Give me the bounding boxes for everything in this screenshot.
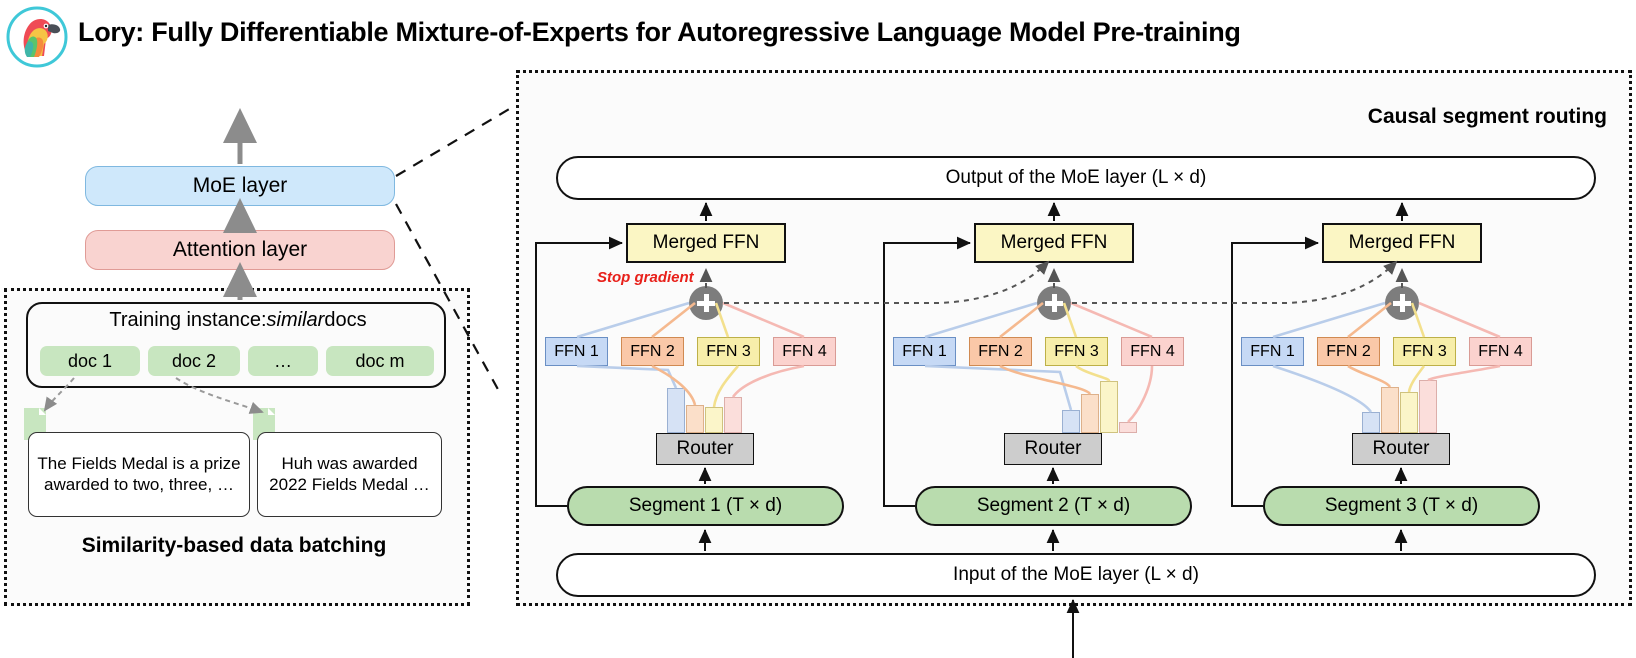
router-bar-1-col1 (667, 388, 685, 433)
expert-label: FFN 1 (554, 342, 599, 360)
output-moe-layer-label: Output of the MoE layer (L × d) (945, 167, 1207, 188)
router-bar-3-col3 (1400, 392, 1418, 433)
router-bar-4-col2 (1119, 422, 1137, 433)
expert-ffn-4-col2[interactable]: FFN 4 (1121, 337, 1184, 366)
output-moe-layer-bar[interactable]: Output of the MoE layer (L × d) (556, 156, 1596, 200)
merged-ffn-2[interactable]: Merged FFN (974, 223, 1134, 263)
parrot-logo (6, 6, 68, 68)
router-1[interactable]: Router (656, 433, 754, 465)
training-instance-box[interactable]: Training instance: similar docs doc 1 do… (26, 302, 446, 388)
expert-label: FFN 3 (1402, 342, 1447, 360)
router-label: Router (1372, 438, 1430, 459)
training-instance-label: Training instance: similar docs (28, 309, 448, 332)
segment-1[interactable]: Segment 1 (T × d) (567, 486, 844, 526)
router-2[interactable]: Router (1004, 433, 1102, 465)
expert-label: FFN 4 (1478, 342, 1523, 360)
merged-ffn-label: Merged FFN (652, 232, 760, 253)
router-bar-1-col3 (1362, 412, 1380, 433)
sample-doc-text: The Fields Medal is a prize awarded to t… (37, 453, 241, 494)
plus-icon-2 (1037, 286, 1071, 320)
page-title: Lory: Fully Differentiable Mixture-of-Ex… (78, 17, 1241, 47)
doc-pill-1[interactable]: doc 1 (40, 346, 140, 376)
segment-label: Segment 2 (T × d) (976, 495, 1131, 516)
page-header: Lory: Fully Differentiable Mixture-of-Ex… (0, 0, 1636, 72)
input-moe-layer-label: Input of the MoE layer (L × d) (953, 564, 1199, 585)
router-bar-3-col1 (705, 407, 723, 433)
expert-ffn-2-col1[interactable]: FFN 2 (621, 337, 684, 366)
expert-label: FFN 1 (1250, 342, 1295, 360)
causal-segment-routing-title: Causal segment routing (1367, 105, 1607, 128)
expert-ffn-4-col1[interactable]: FFN 4 (773, 337, 836, 366)
expert-label: FFN 3 (1054, 342, 1099, 360)
moe-layer-box[interactable]: MoE layer (85, 166, 395, 206)
segment-2[interactable]: Segment 2 (T × d) (915, 486, 1192, 526)
router-3[interactable]: Router (1352, 433, 1450, 465)
expert-ffn-3-col2[interactable]: FFN 3 (1045, 337, 1108, 366)
moe-layer-label: MoE layer (192, 174, 288, 197)
attention-layer-label: Attention layer (172, 238, 308, 261)
expert-label: FFN 1 (902, 342, 947, 360)
expert-ffn-3-col1[interactable]: FFN 3 (697, 337, 760, 366)
merged-ffn-3[interactable]: Merged FFN (1322, 223, 1482, 263)
expert-ffn-2-col3[interactable]: FFN 2 (1317, 337, 1380, 366)
doc-pill-ellipsis[interactable]: … (248, 346, 318, 376)
router-bar-2-col1 (686, 405, 704, 433)
doc-pill-label: doc m (355, 350, 405, 371)
expert-label: FFN 3 (706, 342, 751, 360)
router-bar-3-col2 (1100, 381, 1118, 433)
doc-pill-2[interactable]: doc 2 (148, 346, 240, 376)
router-bar-4-col1 (724, 397, 742, 433)
merged-ffn-label: Merged FFN (1000, 232, 1108, 253)
expert-ffn-1-col3[interactable]: FFN 1 (1241, 337, 1304, 366)
stop-gradient-annotation: Stop gradient (597, 269, 694, 286)
plus-icon-1 (689, 286, 723, 320)
router-label: Router (676, 438, 734, 459)
router-bar-1-col2 (1062, 410, 1080, 433)
expert-ffn-1-col1[interactable]: FFN 1 (545, 337, 608, 366)
expert-label: FFN 4 (1130, 342, 1175, 360)
segment-label: Segment 1 (T × d) (628, 495, 783, 516)
input-moe-layer-bar[interactable]: Input of the MoE layer (L × d) (556, 553, 1596, 597)
training-instance-suffix: docs (324, 309, 367, 331)
doc-pill-label: … (274, 350, 292, 371)
router-bar-2-col2 (1081, 394, 1099, 433)
sample-doc-2[interactable]: Huh was awarded 2022 Fields Medal … (257, 432, 442, 517)
segment-3[interactable]: Segment 3 (T × d) (1263, 486, 1540, 526)
expert-ffn-2-col2[interactable]: FFN 2 (969, 337, 1032, 366)
router-bar-4-col3 (1419, 380, 1437, 433)
doc-pill-label: doc 2 (171, 350, 217, 371)
sample-doc-1[interactable]: The Fields Medal is a prize awarded to t… (28, 432, 250, 517)
expert-ffn-4-col3[interactable]: FFN 4 (1469, 337, 1532, 366)
training-instance-prefix: Training instance: (109, 309, 267, 331)
router-bar-2-col3 (1381, 387, 1399, 433)
expert-label: FFN 2 (630, 342, 675, 360)
merged-ffn-1[interactable]: Merged FFN (626, 223, 786, 263)
similarity-batching-caption: Similarity-based data batching (81, 534, 387, 557)
expert-ffn-3-col3[interactable]: FFN 3 (1393, 337, 1456, 366)
plus-icon-3 (1385, 286, 1419, 320)
attention-layer-box[interactable]: Attention layer (85, 230, 395, 270)
expert-ffn-1-col2[interactable]: FFN 1 (893, 337, 956, 366)
expert-label: FFN 2 (978, 342, 1023, 360)
expert-label: FFN 2 (1326, 342, 1371, 360)
expert-label: FFN 4 (782, 342, 827, 360)
segment-label: Segment 3 (T × d) (1324, 495, 1479, 516)
doc-pill-m[interactable]: doc m (326, 346, 434, 376)
doc-pill-label: doc 1 (67, 350, 113, 371)
training-instance-emphasis: similar (266, 309, 325, 331)
sample-doc-text: Huh was awarded 2022 Fields Medal … (269, 453, 430, 494)
merged-ffn-label: Merged FFN (1348, 232, 1456, 253)
router-label: Router (1024, 438, 1082, 459)
